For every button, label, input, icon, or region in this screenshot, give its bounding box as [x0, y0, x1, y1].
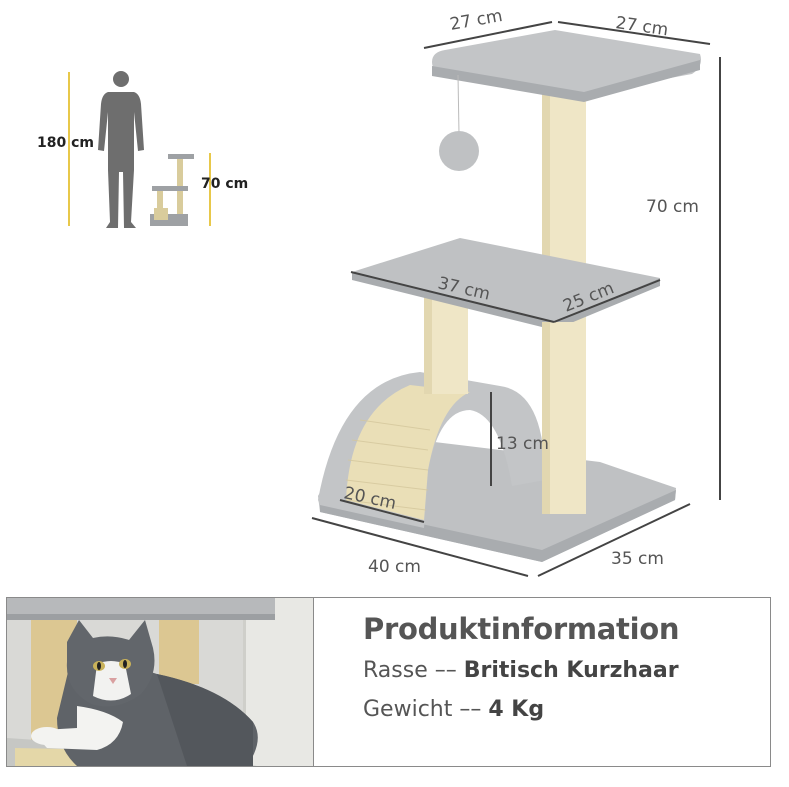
dimension-lines — [311, 21, 721, 577]
breed-label: Rasse –– — [363, 658, 464, 683]
dim-base-depth: 35 cm — [611, 549, 664, 569]
breed-value: Britisch Kurzhaar — [463, 658, 679, 683]
breed-row: Rasse –– Britisch Kurzhaar — [363, 658, 763, 683]
product-info-text: Produktinformation Rasse –– Britisch Kur… — [363, 612, 763, 736]
cat-tree-illustration — [318, 30, 701, 562]
product-info-panel: Produktinformation Rasse –– Britisch Kur… — [6, 597, 771, 767]
middle-platform — [352, 238, 660, 322]
person-silhouette-icon — [98, 71, 144, 228]
dim-arch-height: 13 cm — [496, 434, 549, 454]
tree-height-label: 70 cm — [201, 176, 248, 192]
info-title: Produktinformation — [363, 612, 680, 646]
dim-top-width: 27 cm — [448, 6, 504, 35]
person-height-label: 180 cm — [37, 135, 94, 151]
cat-photo — [7, 598, 314, 766]
dim-top-depth: 27 cm — [614, 13, 669, 40]
product-diagram: 180 cm 70 cm — [37, 6, 721, 577]
weight-label: Gewicht –– — [363, 697, 489, 722]
weight-value: 4 Kg — [488, 697, 545, 722]
scale-comparison: 180 cm 70 cm — [37, 71, 248, 228]
weight-row: Gewicht –– 4 Kg — [363, 697, 763, 722]
top-platform — [432, 30, 701, 94]
dim-total-height: 70 cm — [646, 197, 699, 217]
dim-base-width: 40 cm — [368, 557, 421, 577]
hanging-pom-pom — [439, 131, 479, 171]
mini-cat-tree-icon — [150, 154, 194, 226]
